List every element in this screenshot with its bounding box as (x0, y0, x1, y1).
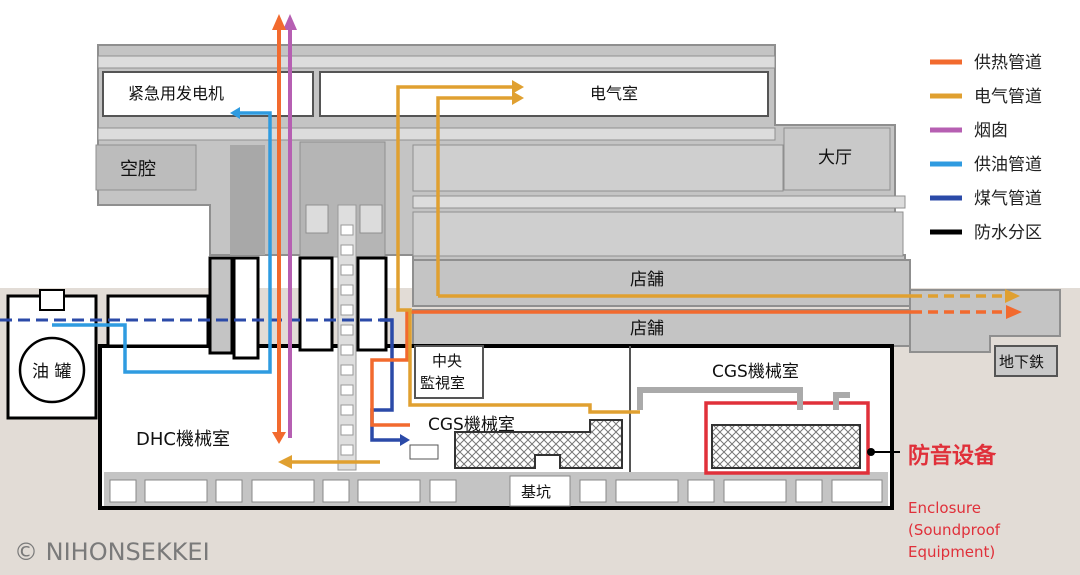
pillar-2 (232, 256, 260, 360)
room-electrical (319, 71, 769, 117)
label-soundproof-cn: 防音设备 (908, 443, 997, 469)
heat-pipe-arrow-up (272, 14, 286, 30)
electrical-pipe-2 (436, 96, 512, 296)
label-enclosure-2: (Soundproof (908, 521, 1001, 539)
legend-label-4: 煤气管道 (974, 189, 1042, 209)
subway-tunnel (909, 289, 1061, 353)
room-cavity (95, 144, 197, 191)
label-shop-lower: 店舗 (630, 319, 664, 339)
label-enclosure-3: Equipment) (908, 543, 995, 561)
electrical-arrow-1 (512, 80, 524, 94)
label-central-monitoring-2: 監視室 (420, 374, 465, 392)
pit-label-box (509, 475, 571, 507)
electrical-arrow-2 (512, 91, 524, 105)
label-cgs-room-center: CGS機械室 (428, 415, 515, 435)
legend-label-5: 防水分区 (974, 223, 1042, 243)
shop-lower (412, 309, 911, 347)
room-upper-floor (412, 144, 784, 192)
heat-pipe-route (370, 310, 912, 427)
cgs-engine-right (711, 424, 861, 469)
label-subway: 地下鉄 (999, 353, 1044, 371)
label-electrical-room: 电气室 (590, 84, 638, 103)
label-hall: 大厅 (818, 148, 852, 168)
pit-cells (109, 479, 883, 503)
exhaust-duct-right (833, 392, 850, 410)
soundproof-enclosure (704, 401, 870, 475)
label-shop-upper: 店舗 (630, 270, 664, 290)
legend-label-1: 电气管道 (974, 87, 1042, 107)
heat-pipe-arrow-right (1006, 305, 1022, 319)
subway-box (994, 345, 1058, 377)
electrical-pipe-1 (396, 85, 640, 414)
label-oil-tank: 油 罐 (32, 362, 71, 382)
pump-unit (409, 444, 439, 460)
electrical-arrow-left (278, 455, 292, 469)
pillar-3 (298, 256, 334, 352)
cgs-engine-center (454, 419, 623, 469)
basement-left-wall (106, 294, 210, 348)
shaft-opening-left (305, 204, 329, 234)
oil-tank (18, 336, 86, 404)
label-enclosure-1: Enclosure (908, 499, 981, 517)
oil-tank-neck (39, 289, 65, 311)
gas-pipe-arrow (400, 434, 410, 446)
shaft-left (230, 145, 265, 255)
label-pit: 基坑 (521, 483, 551, 501)
copyright-text: © NIHONSEKKEI (14, 538, 210, 566)
room-mid-floor (412, 211, 904, 257)
roof-slab (97, 55, 776, 69)
ladder-rungs (340, 224, 354, 456)
legend-label-3: 供油管道 (974, 155, 1042, 175)
label-cgs-room-right: CGS機械室 (712, 362, 799, 382)
pillar-1 (208, 256, 234, 355)
legend-label-2: 烟囱 (974, 121, 1008, 141)
oil-supply-arrow (230, 107, 240, 119)
exhaust-duct (637, 387, 803, 410)
label-central-monitoring-1: 中央 (432, 352, 462, 370)
label-emergency-generator: 紧急用发电机 (128, 84, 224, 103)
room-hall (783, 127, 891, 191)
floor-slab-3 (412, 195, 906, 209)
heat-pipe-arrow-down (272, 432, 286, 444)
gas-pipe (370, 318, 400, 442)
oil-supply-pipe (52, 111, 272, 374)
shop-upper (412, 259, 911, 307)
central-monitoring-room (414, 345, 484, 399)
chimney-arrow (283, 14, 297, 30)
label-cavity: 空腔 (120, 159, 156, 180)
legend-label-0: 供热管道 (974, 53, 1042, 73)
label-dhc-room: DHC機械室 (136, 429, 230, 450)
shaft-opening-right (359, 204, 383, 234)
electrical-arrow-right (1005, 289, 1020, 303)
pillar-4 (356, 256, 388, 352)
